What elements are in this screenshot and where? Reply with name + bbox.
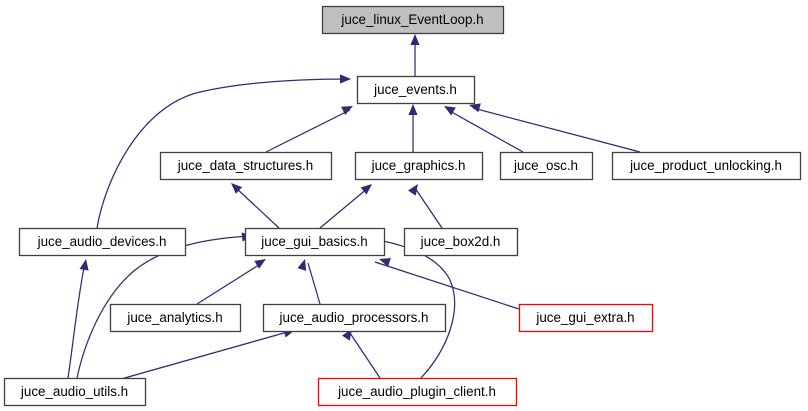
node-box[interactable] [518, 303, 654, 333]
edge-juce_audio_utils-to-juce_audio_processors [120, 330, 292, 380]
node-juce_audio_utils[interactable]: juce_audio_utils.h [3, 377, 147, 407]
node-box[interactable] [403, 227, 519, 257]
node-juce_events[interactable]: juce_events.h [356, 75, 476, 105]
node-box[interactable] [18, 227, 187, 257]
node-box[interactable] [356, 75, 476, 105]
edge-juce_audio_plugin_client-to-juce_audio_processors [349, 332, 381, 379]
node-juce_audio_plugin_client[interactable]: juce_audio_plugin_client.h [317, 377, 518, 407]
arrowhead-icon [79, 259, 89, 271]
node-juce_product_unlocking[interactable]: juce_product_unlocking.h [611, 151, 802, 181]
edge-juce_gui_basics-to-juce_graphics [319, 187, 369, 229]
node-juce_box2d[interactable]: juce_box2d.h [403, 227, 519, 257]
arrowhead-icon [360, 184, 372, 195]
node-juce_gui_basics[interactable]: juce_gui_basics.h [244, 227, 386, 257]
node-box[interactable] [244, 227, 386, 257]
node-box[interactable] [159, 151, 333, 181]
edge-juce_osc-to-juce_events [447, 109, 524, 153]
arrowhead-icon [410, 34, 420, 45]
node-box[interactable] [262, 303, 447, 333]
arrowhead-icon [408, 184, 418, 196]
edge-juce_gui_basics-to-juce_data_structures [234, 186, 280, 229]
node-box[interactable] [354, 151, 484, 181]
node-juce_osc[interactable]: juce_osc.h [499, 151, 594, 181]
node-juce_linux_EventLoop[interactable]: juce_linux_EventLoop.h [321, 5, 505, 35]
arrowhead-icon [340, 74, 351, 84]
edge-juce_audio_utils-to-juce_gui_basics [76, 235, 251, 379]
node-juce_analytics[interactable]: juce_analytics.h [109, 303, 242, 333]
arrowhead-icon [444, 106, 456, 116]
arrowhead-layer [79, 34, 481, 341]
node-box[interactable] [317, 377, 518, 407]
node-juce_graphics[interactable]: juce_graphics.h [354, 151, 484, 181]
edge-juce_audio_processors-to-juce_gui_basics [307, 262, 321, 305]
node-juce_audio_devices[interactable]: juce_audio_devices.h [18, 227, 187, 257]
arrowhead-icon [469, 103, 481, 113]
node-layer: juce_linux_EventLoop.h juce_events.h juce_… [3, 5, 802, 407]
edge-juce_box2d-to-juce_graphics [414, 187, 443, 229]
node-juce_data_structures[interactable]: juce_data_structures.h [159, 151, 333, 181]
arrowhead-icon [379, 258, 391, 267]
node-box[interactable] [611, 151, 802, 181]
edge-juce_data_structures-to-juce_events [265, 109, 351, 153]
node-juce_audio_processors[interactable]: juce_audio_processors.h [262, 303, 447, 333]
edge-juce_product_unlocking-to-juce_events [472, 107, 641, 153]
arrowhead-icon [297, 259, 307, 271]
node-box[interactable] [3, 377, 147, 407]
edge-juce_audio_devices-to-juce_events [96, 78, 351, 229]
node-box[interactable] [499, 151, 594, 181]
edge-juce_audio_plugin_client-to-juce_gui_basics [371, 238, 456, 379]
node-box[interactable] [109, 303, 242, 333]
edge-juce_gui_extra-to-juce_gui_basics [374, 261, 520, 310]
node-box[interactable] [321, 5, 505, 35]
arrowhead-icon [408, 104, 418, 115]
node-juce_gui_extra[interactable]: juce_gui_extra.h [518, 303, 654, 333]
arrowhead-icon [231, 183, 243, 194]
edge-layer [67, 40, 641, 380]
arrowhead-icon [341, 106, 353, 115]
edge-juce_audio_utils-to-juce_audio_devices [67, 262, 86, 379]
edge-juce_analytics-to-juce_gui_basics [196, 262, 263, 305]
arrowhead-icon [254, 259, 266, 269]
